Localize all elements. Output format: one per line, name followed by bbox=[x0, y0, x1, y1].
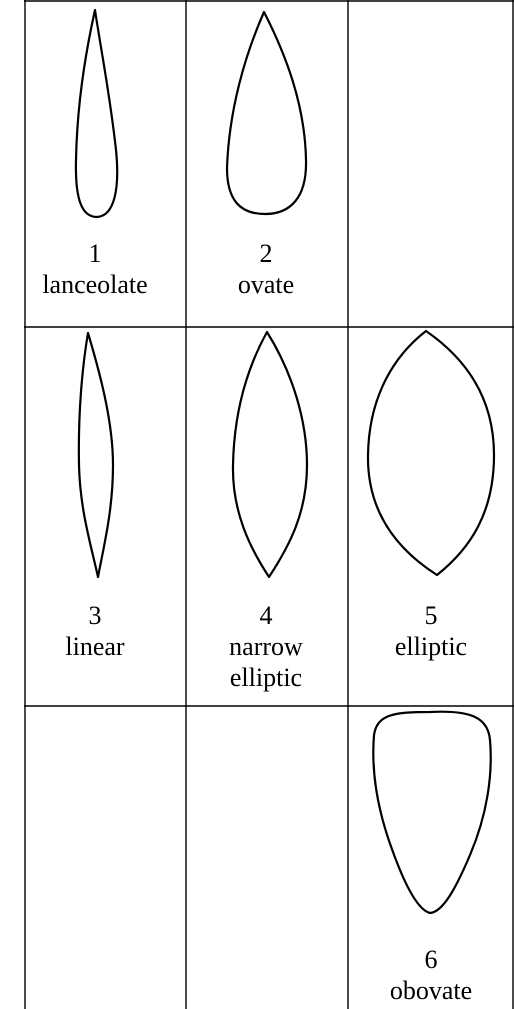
leaf-number: 2 bbox=[259, 239, 273, 268]
leaf-number: 3 bbox=[88, 601, 102, 630]
leaf-name: narrow elliptic bbox=[229, 632, 303, 692]
leaf-label-elliptic: 5 elliptic bbox=[351, 600, 511, 662]
leaf-label-linear: 3 linear bbox=[15, 600, 175, 662]
leaf-name: ovate bbox=[237, 270, 295, 299]
leaf-number: 4 bbox=[259, 601, 273, 630]
obovate-leaf-outline bbox=[372, 710, 492, 915]
leaf-name: elliptic bbox=[394, 632, 468, 661]
leaf-number: 1 bbox=[88, 239, 102, 268]
narrow-elliptic-leaf-outline bbox=[231, 330, 309, 579]
elliptic-leaf-outline bbox=[366, 329, 496, 577]
leaf-number: 6 bbox=[424, 945, 438, 974]
leaf-label-lanceolate: 1 lanceolate bbox=[15, 238, 175, 300]
table-gridlines bbox=[24, 0, 514, 1009]
leaf-label-ovate: 2 ovate bbox=[186, 238, 346, 300]
leaf-number: 5 bbox=[424, 601, 438, 630]
leaf-name: linear bbox=[65, 632, 125, 661]
lanceolate-leaf-outline bbox=[74, 8, 119, 219]
ovate-leaf-outline bbox=[225, 10, 308, 216]
leaf-label-narrow-elliptic: 4 narrow elliptic bbox=[186, 600, 346, 693]
leaf-name: obovate bbox=[389, 976, 473, 1005]
linear-leaf-outline bbox=[77, 331, 115, 579]
leaf-name: lanceolate bbox=[42, 270, 148, 299]
leaf-label-obovate: 6 obovate bbox=[351, 944, 511, 1006]
